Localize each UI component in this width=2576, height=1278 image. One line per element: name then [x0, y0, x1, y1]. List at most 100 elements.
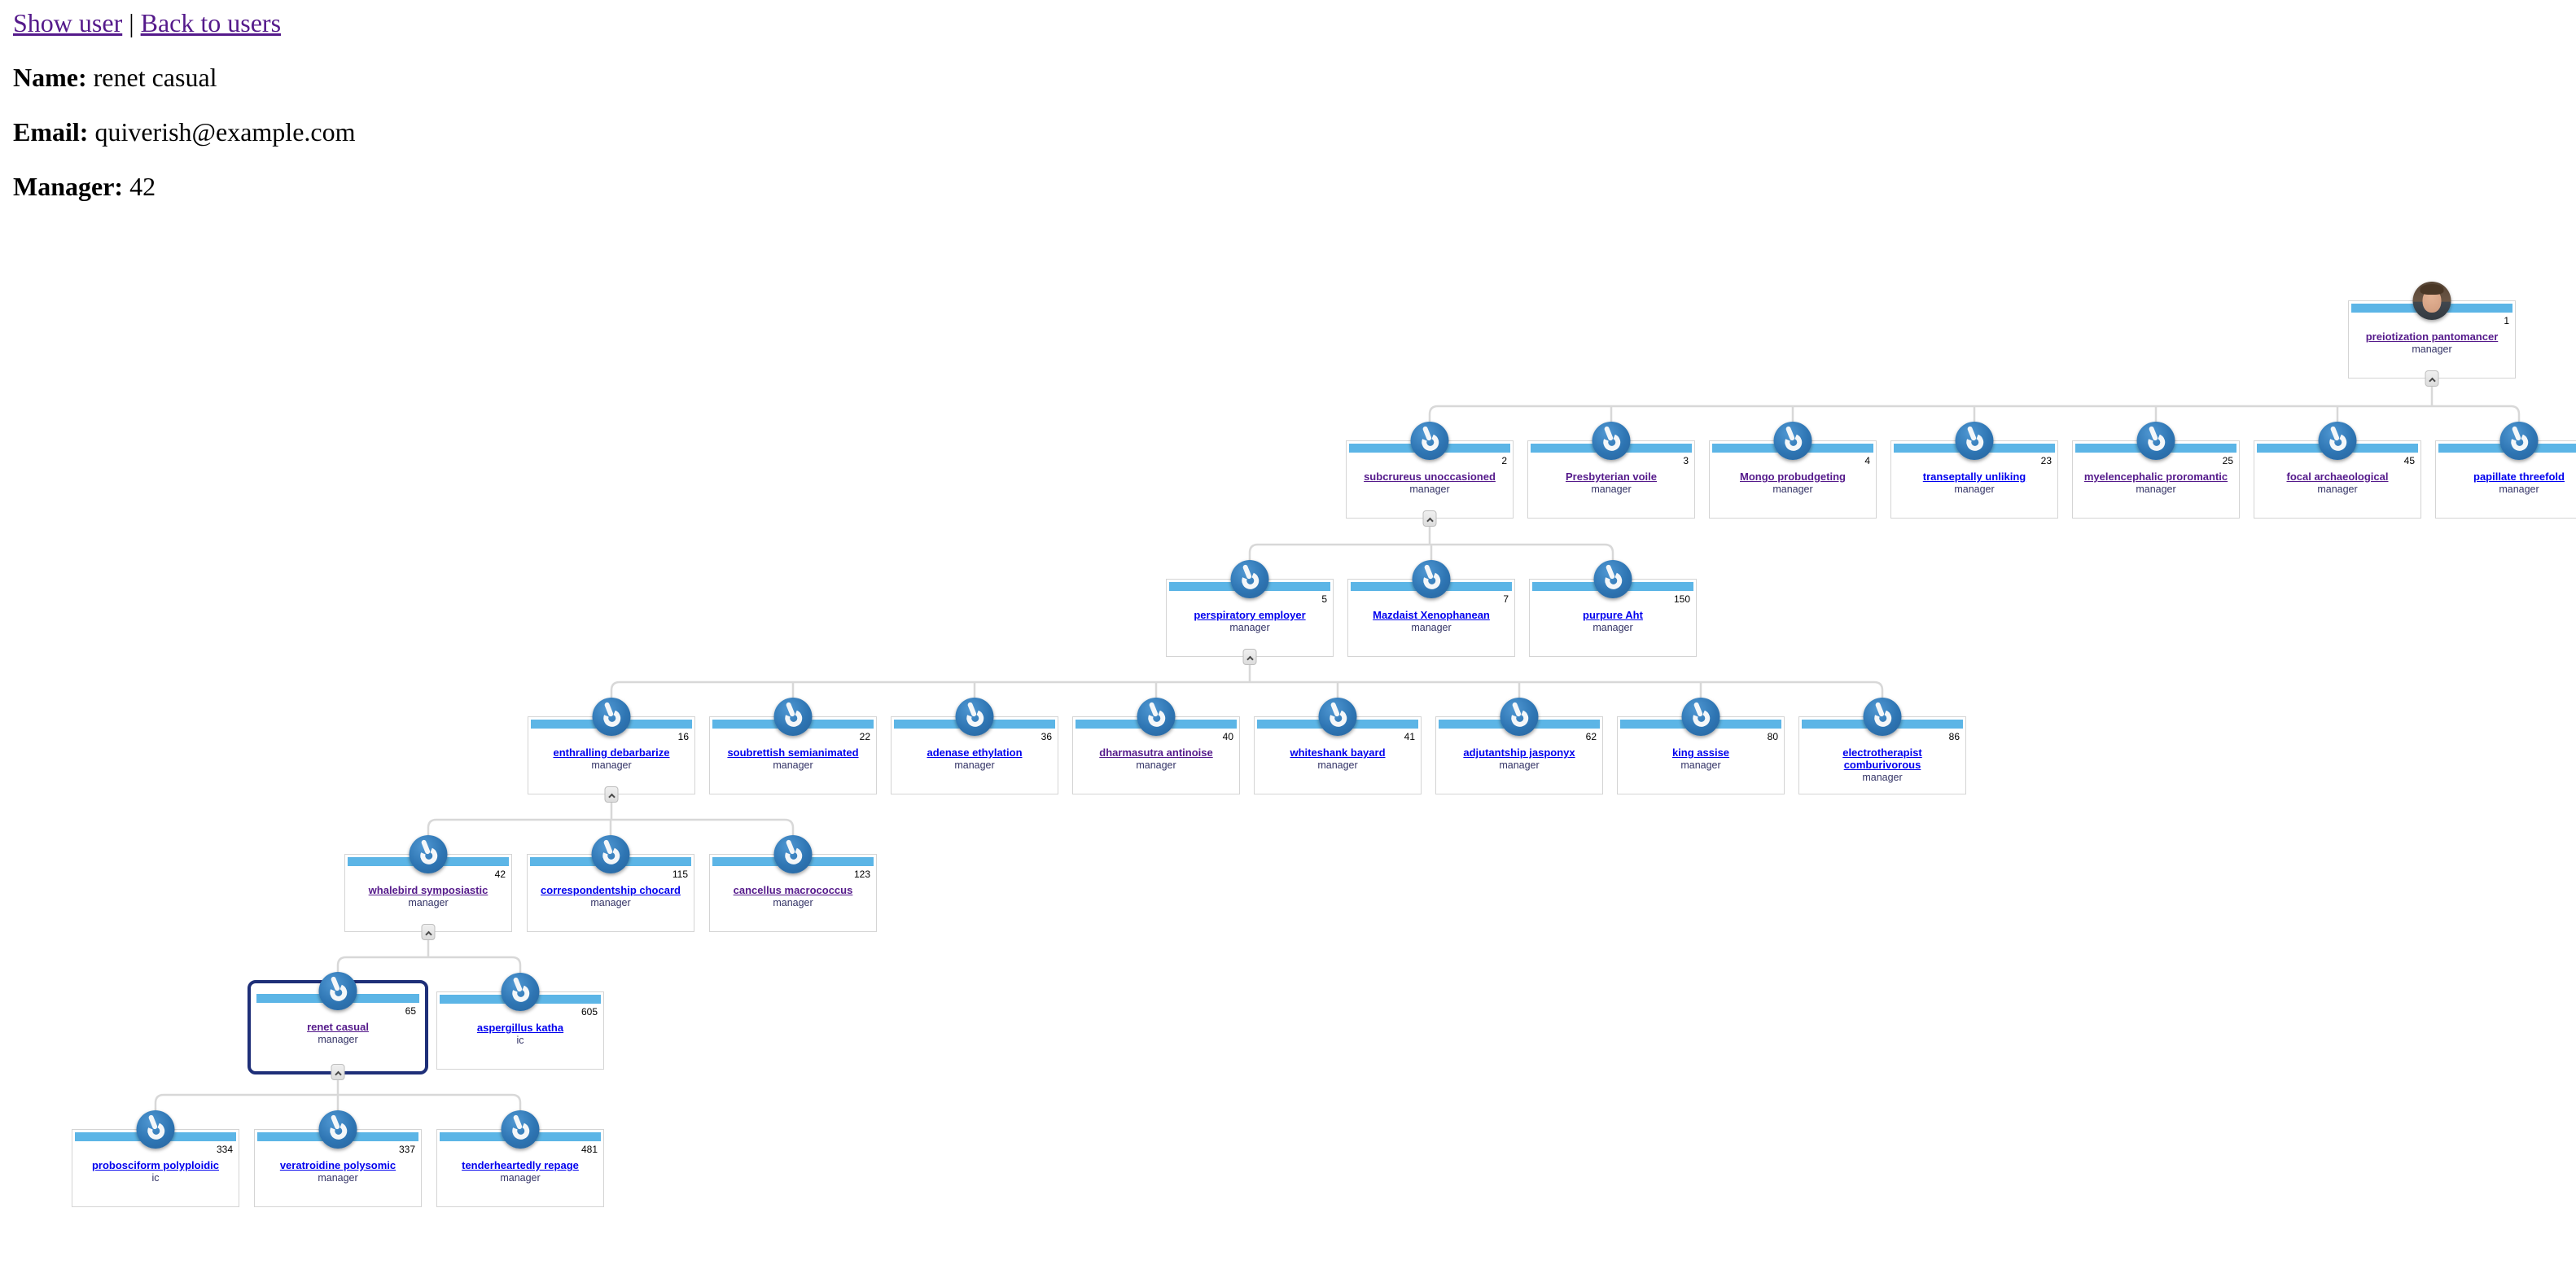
- employee-name-link[interactable]: renet casual: [307, 1021, 369, 1033]
- employee-name-link[interactable]: focal archaeological: [2286, 470, 2389, 483]
- employee-name-link[interactable]: probosciform polyploidic: [91, 1159, 219, 1171]
- default-avatar-power-icon: [136, 1110, 175, 1149]
- employee-role: manager: [318, 1172, 358, 1184]
- employee-name-link[interactable]: cancellus macrococcus: [733, 884, 853, 896]
- collapse-toggle-button[interactable]: [604, 786, 619, 803]
- name-label: Name:: [13, 63, 87, 92]
- employee-id: 337: [398, 1144, 415, 1155]
- employee-name-link[interactable]: aspergillus katha: [476, 1022, 564, 1034]
- employee-role: manager: [1409, 484, 1450, 495]
- employee-id: 25: [2222, 455, 2233, 466]
- org-node-perspiratory-employer: 5 perspiratory employer manager: [1166, 560, 1334, 665]
- employee-name-link[interactable]: preiotization pantomancer: [2365, 330, 2499, 343]
- employee-name-link[interactable]: subcrureus unoccasioned: [1364, 470, 1496, 483]
- default-avatar-power-icon: [1412, 560, 1451, 598]
- org-node-whiteshank-bayard: 41 whiteshank bayard manager: [1254, 698, 1422, 794]
- employee-id: 41: [1404, 731, 1415, 742]
- default-avatar-power-icon: [1230, 560, 1269, 598]
- collapse-toggle-button[interactable]: [1242, 649, 1257, 665]
- person-photo-avatar: [2412, 282, 2451, 320]
- employee-id: 123: [853, 869, 870, 880]
- employee-id: 42: [494, 869, 506, 880]
- back-to-users-link[interactable]: Back to users: [140, 8, 282, 37]
- default-avatar-power-icon: [1318, 698, 1357, 736]
- employee-role: manager: [2499, 484, 2539, 495]
- employee-role: manager: [1954, 484, 1995, 495]
- employee-name-link[interactable]: whalebird symposiastic: [368, 884, 488, 896]
- employee-id: 62: [1585, 731, 1597, 742]
- employee-name-link[interactable]: electrotherapist comburivorous: [1842, 746, 1922, 771]
- employee-role: manager: [2412, 344, 2452, 355]
- employee-name-link[interactable]: transeptally unliking: [1922, 470, 2026, 483]
- org-node-adenase-ethylation: 36 adenase ethylation manager: [891, 698, 1058, 794]
- employee-id: 1: [2504, 315, 2509, 326]
- org-node-transeptally-unliking: 23 transeptally unliking manager: [1890, 422, 2058, 519]
- employee-id: 5: [1321, 593, 1327, 605]
- chevron-up-icon: [1426, 517, 1434, 525]
- employee-role: manager: [590, 897, 631, 908]
- employee-name-link[interactable]: adenase ethylation: [927, 746, 1023, 759]
- org-node-presbyterian-voile: 3 Presbyterian voile manager: [1527, 422, 1695, 519]
- employee-name-link[interactable]: Presbyterian voile: [1566, 470, 1657, 483]
- employee-name-link[interactable]: papillate threefold: [2473, 470, 2565, 483]
- default-avatar-power-icon: [1593, 560, 1632, 598]
- employee-name-link[interactable]: dharmasutra antinoise: [1099, 746, 1213, 759]
- employee-role: ic: [516, 1035, 524, 1046]
- org-node-soubrettish-semianimated: 22 soubrettish semianimated manager: [709, 698, 877, 794]
- default-avatar-power-icon: [2318, 422, 2357, 460]
- default-avatar-power-icon: [1681, 698, 1720, 736]
- employee-name-link[interactable]: correspondentship chocard: [541, 884, 681, 896]
- employee-name-link[interactable]: whiteshank bayard: [1290, 746, 1386, 759]
- org-node-probosciform-polyploidic: 334 probosciform polyploidic ic: [72, 1110, 239, 1207]
- default-avatar-power-icon: [501, 1110, 540, 1149]
- collapse-toggle-button[interactable]: [2425, 370, 2439, 387]
- employee-role: manager: [1317, 759, 1358, 771]
- employee-role: manager: [318, 1034, 358, 1045]
- employee-role: manager: [1591, 484, 1632, 495]
- collapse-toggle-button[interactable]: [331, 1064, 345, 1080]
- employee-id: 115: [672, 869, 688, 880]
- employee-name-link[interactable]: adjutantship jasponyx: [1463, 746, 1575, 759]
- employee-name-link[interactable]: king assise: [1671, 746, 1730, 759]
- employee-name-link[interactable]: enthralling debarbarize: [553, 746, 670, 759]
- employee-name-link[interactable]: Mazdaist Xenophanean: [1373, 609, 1490, 621]
- employee-name-link[interactable]: purpure Aht: [1583, 609, 1643, 621]
- employee-id: 40: [1222, 731, 1233, 742]
- employee-name-link[interactable]: soubrettish semianimated: [727, 746, 859, 759]
- employee-role: manager: [1862, 772, 1903, 783]
- email-label: Email:: [13, 117, 89, 147]
- org-node-papillate-threefold: papillate threefold manager: [2435, 422, 2576, 519]
- manager-field: Manager: 42: [13, 172, 2576, 202]
- employee-role: manager: [500, 1172, 541, 1184]
- org-node-whalebird-symposiastic: 42 whalebird symposiastic manager: [344, 835, 512, 940]
- org-node-tenderheartedly-repage: 481 tenderheartedly repage manager: [436, 1110, 604, 1207]
- employee-name-link[interactable]: Mongo probudgeting: [1740, 470, 1846, 483]
- employee-name-link[interactable]: tenderheartedly repage: [462, 1159, 579, 1171]
- collapse-toggle-button[interactable]: [421, 924, 436, 940]
- chevron-up-icon: [607, 793, 616, 801]
- employee-role: manager: [773, 759, 813, 771]
- employee-role: manager: [591, 759, 632, 771]
- default-avatar-power-icon: [1500, 698, 1539, 736]
- org-node-king-assise: 80 king assise manager: [1617, 698, 1785, 794]
- default-avatar-power-icon: [318, 1110, 357, 1149]
- default-avatar-power-icon: [773, 835, 813, 873]
- employee-id: 80: [1767, 731, 1778, 742]
- employee-name-link[interactable]: perspiratory employer: [1194, 609, 1306, 621]
- employee-id: 86: [1948, 731, 1960, 742]
- org-node-veratroidine-polysomic: 337 veratroidine polysomic manager: [254, 1110, 422, 1207]
- org-node-aspergillus-katha: 605 aspergillus katha ic: [436, 973, 604, 1070]
- nav-separator: |: [129, 8, 134, 37]
- employee-role: manager: [954, 759, 995, 771]
- name-value: renet casual: [93, 63, 217, 92]
- employee-id: 2: [1501, 455, 1507, 466]
- collapse-toggle-button[interactable]: [1422, 510, 1437, 527]
- org-node-mongo-probudgeting: 4 Mongo probudgeting manager: [1709, 422, 1877, 519]
- default-avatar-power-icon: [318, 972, 357, 1010]
- show-user-link[interactable]: Show user: [13, 8, 123, 37]
- employee-name-link[interactable]: veratroidine polysomic: [279, 1159, 396, 1171]
- employee-name-link[interactable]: myelencephalic proromantic: [2083, 470, 2228, 483]
- employee-role: manager: [1772, 484, 1813, 495]
- default-avatar-power-icon: [955, 698, 994, 736]
